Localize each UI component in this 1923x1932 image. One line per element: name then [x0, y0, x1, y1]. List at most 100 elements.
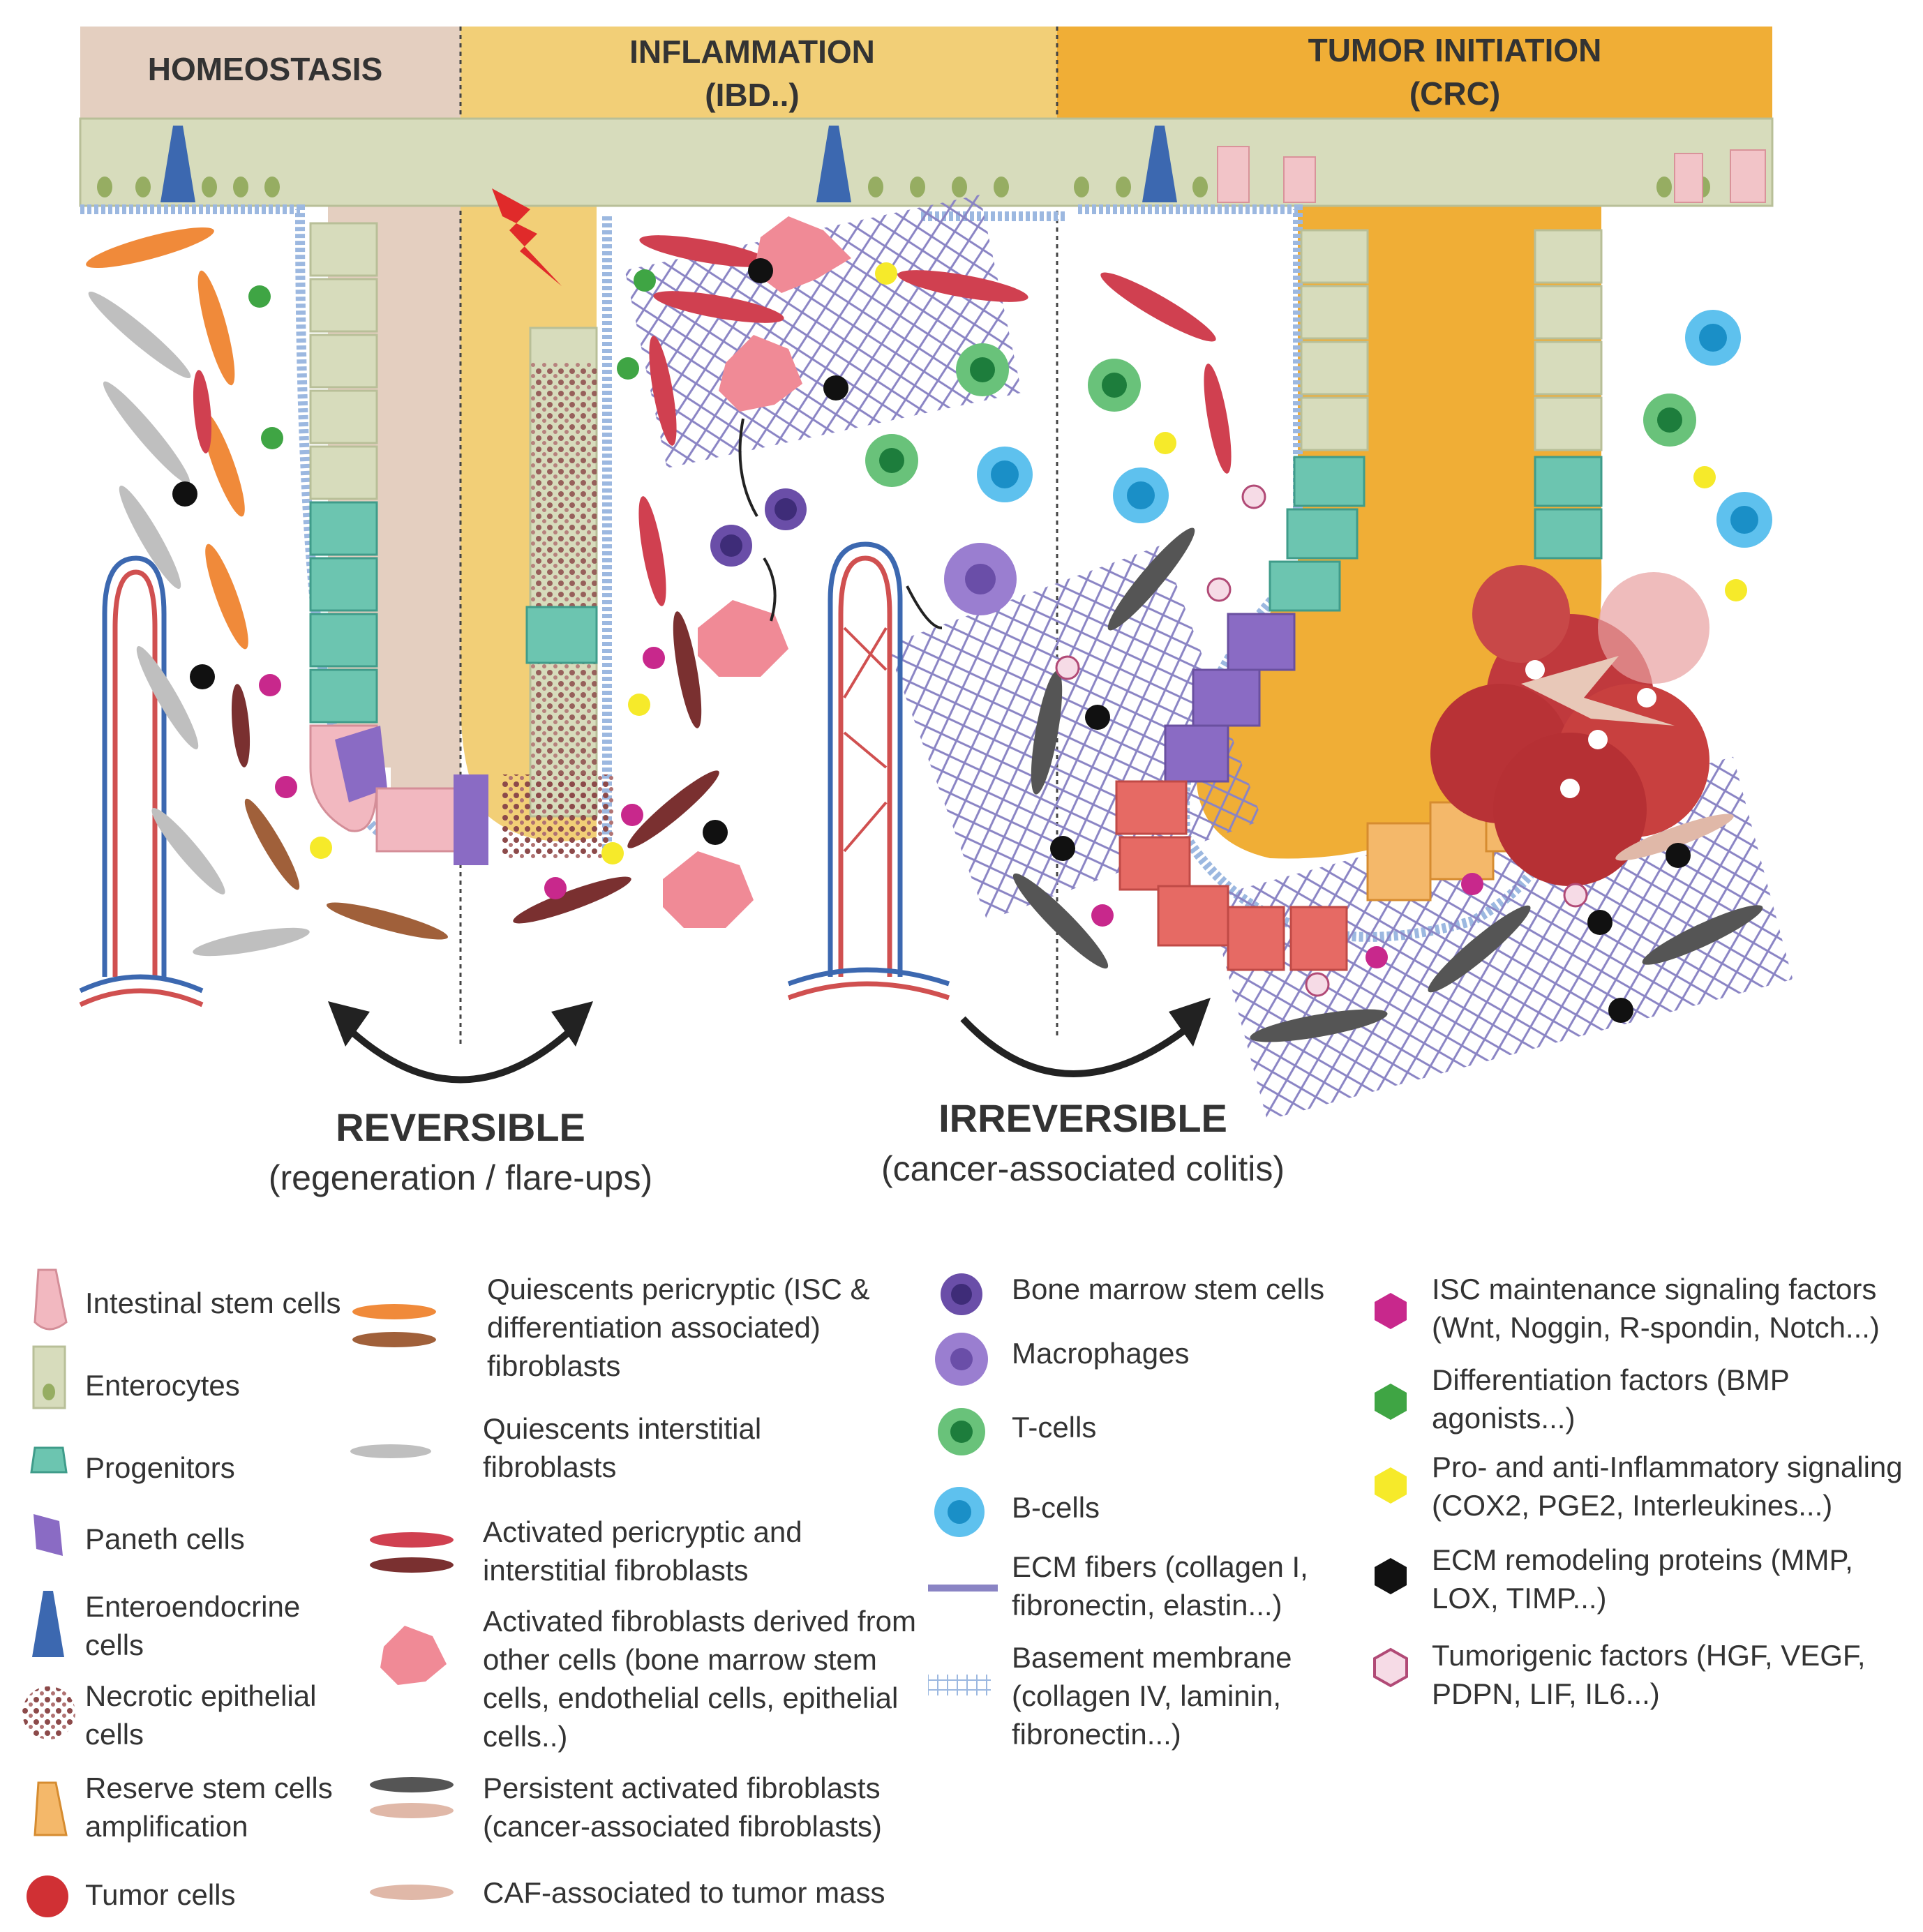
- legend-quiescent-interstitial-1: Quiescents interstitial: [483, 1412, 762, 1445]
- macrophage-icon: [935, 1333, 988, 1386]
- derived-activated-fibroblast-icon: [380, 1626, 447, 1685]
- legend-caf-tumor-mass: CAF-associated to tumor mass: [483, 1876, 885, 1909]
- tumor-crypt: [1115, 229, 1603, 971]
- blood-vessel-homeostasis: [79, 555, 204, 1008]
- legend-ecm-remodeling-2: LOX, TIMP...): [1432, 1582, 1607, 1615]
- b-cell: [1716, 492, 1772, 548]
- inflammation-title: INFLAMMATION: [629, 33, 875, 70]
- injury-bolt-icon: [492, 188, 562, 286]
- legend-isc-factors-1: ISC maintenance signaling factors: [1432, 1273, 1877, 1305]
- legend-ecm-1: ECM fibers (collagen I,: [1012, 1550, 1308, 1583]
- legend-necrotic-1: Necrotic epithelial: [85, 1679, 317, 1712]
- basement-membrane-icon: [928, 1675, 991, 1695]
- signaling-factors: [172, 258, 1747, 1023]
- inflammation-crypt: [502, 327, 614, 858]
- tumor-cell-icon: [27, 1875, 68, 1917]
- ecm-remodeling-protein-icon: [1375, 1558, 1407, 1594]
- bone-marrow-stem-cell: [765, 488, 807, 530]
- bone-marrow-stem-cell: [710, 525, 752, 567]
- immune-cells: [710, 310, 1772, 615]
- legend-ecm-remodeling-1: ECM remodeling proteins (MMP,: [1432, 1543, 1853, 1576]
- inflammatory-factor-icon: [1375, 1467, 1407, 1504]
- ecm-fiber-icon: [928, 1585, 998, 1592]
- fibroblasts-tumor: [1012, 272, 1763, 1042]
- irreversible-arrow: [960, 998, 1211, 1077]
- legend-caf-1: Persistent activated fibroblasts: [483, 1772, 881, 1804]
- legend-reserve-1: Reserve stem cells: [85, 1772, 333, 1804]
- legend-paneth-cells: Paneth cells: [85, 1522, 245, 1555]
- b-cell: [1113, 467, 1169, 523]
- legend-inflammatory-2: (COX2, PGE2, Interleukines...): [1432, 1489, 1833, 1522]
- homeostasis-title: HOMEOSTASIS: [148, 51, 383, 87]
- tumor-mass: [1430, 565, 1709, 886]
- legend-differentiation-1: Differentiation factors (BMP: [1432, 1363, 1790, 1396]
- fibroblasts-inflammation: [513, 216, 1028, 928]
- legend-reserve-2: amplification: [85, 1810, 248, 1843]
- tumorigenic-factor-icon: [1373, 1647, 1408, 1688]
- legend-ecm-2: fibronectin, elastin...): [1012, 1589, 1282, 1622]
- inflammation-subtitle: (IBD..): [705, 77, 799, 113]
- legend-derived-1: Activated fibroblasts derived from: [483, 1605, 916, 1638]
- legend-icons: [22, 1268, 1408, 1917]
- legend-intestinal-stem-cells: Intestinal stem cells: [85, 1287, 341, 1319]
- legend-bone-marrow: Bone marrow stem cells: [1012, 1273, 1325, 1305]
- b-cell: [1685, 310, 1741, 366]
- enteroendocrine-surface-2: [816, 126, 851, 202]
- legend-activated-1: Activated pericryptic and: [483, 1515, 802, 1548]
- legend-enteroendocrine-1: Enteroendocrine: [85, 1590, 301, 1623]
- reversible-arrow: [328, 1001, 593, 1084]
- legend-derived-4: cells..): [483, 1720, 568, 1753]
- legend-enteroendocrine-2: cells: [85, 1628, 144, 1661]
- macrophage: [944, 543, 1017, 615]
- legend-progenitors: Progenitors: [85, 1451, 235, 1484]
- legend-derived-3: cells, endothelial cells, epithelial: [483, 1682, 899, 1714]
- differentiation-arrows: [738, 418, 943, 629]
- irreversible-label: IRREVERSIBLE: [938, 1096, 1227, 1140]
- legend-tumorigenic-1: Tumorigenic factors (HGF, VEGF,: [1432, 1639, 1866, 1672]
- caf-tumor-mass-icon: [370, 1885, 454, 1900]
- b-cell: [977, 447, 1033, 502]
- legend-isc-factors-2: (Wnt, Noggin, R-spondin, Notch...): [1432, 1311, 1880, 1344]
- tumor-title: TUMOR INITIATION: [1308, 32, 1602, 68]
- quiescent-interstitial-fibroblast-icon: [350, 1444, 431, 1458]
- legend-differentiation-2: agonists...): [1432, 1402, 1576, 1435]
- legend-quiescent-pericryptic-1: Quiescents pericryptic (ISC &: [487, 1273, 870, 1305]
- reversible-caption: (regeneration / flare-ups): [269, 1158, 652, 1197]
- legend-bm-2: (collagen IV, laminin,: [1012, 1679, 1281, 1712]
- legend-inflammatory-1: Pro- and anti-Inflammatory signaling: [1432, 1451, 1903, 1483]
- b-cell-icon: [934, 1487, 985, 1537]
- caf-icon: [370, 1777, 454, 1818]
- blood-vessel-inflammation: [787, 541, 950, 1001]
- differentiation-factor-icon: [1375, 1384, 1407, 1420]
- legend-bm-3: fibronectin...): [1012, 1718, 1181, 1751]
- legend-activated-2: interstitial fibroblasts: [483, 1554, 749, 1587]
- legend-macrophages: Macrophages: [1012, 1337, 1190, 1370]
- t-cell: [865, 434, 918, 487]
- enteroendocrine-surface-3: [1142, 126, 1177, 202]
- legend-t-cells: T-cells: [1012, 1411, 1097, 1444]
- legend-tumorigenic-2: PDPN, LIF, IL6...): [1432, 1677, 1660, 1710]
- homeostasis-crypt: [309, 222, 488, 865]
- legend-tumor-cells: Tumor cells: [85, 1878, 236, 1911]
- paneth-cell-icon: [33, 1514, 63, 1556]
- bone-marrow-stem-cell-icon: [941, 1273, 982, 1315]
- enteroendocrine-surface-1: [160, 126, 195, 202]
- legend-quiescent-pericryptic-2: differentiation associated): [487, 1311, 821, 1344]
- t-cell: [1643, 394, 1696, 447]
- legend-b-cells: B-cells: [1012, 1491, 1100, 1524]
- tumor-subtitle: (CRC): [1409, 75, 1500, 112]
- necrotic-cell-icon: [22, 1686, 75, 1739]
- fibroblasts-homeostasis: [86, 227, 448, 957]
- legend-enterocytes: Enterocytes: [85, 1369, 240, 1402]
- irreversible-caption: (cancer-associated colitis): [881, 1149, 1285, 1188]
- intestinal-stem-cell-icon: [33, 1268, 68, 1331]
- reversible-label: REVERSIBLE: [336, 1105, 585, 1149]
- legend-necrotic-2: cells: [85, 1718, 144, 1751]
- legend-caf-2: (cancer-associated fibroblasts): [483, 1810, 882, 1843]
- legend-quiescent-pericryptic-3: fibroblasts: [487, 1349, 621, 1382]
- enteroendocrine-cell-icon: [32, 1591, 64, 1657]
- reserve-stem-cell-icon: [33, 1781, 68, 1836]
- legend-quiescent-interstitial-2: fibroblasts: [483, 1451, 617, 1483]
- legend-bm-1: Basement membrane: [1012, 1641, 1292, 1674]
